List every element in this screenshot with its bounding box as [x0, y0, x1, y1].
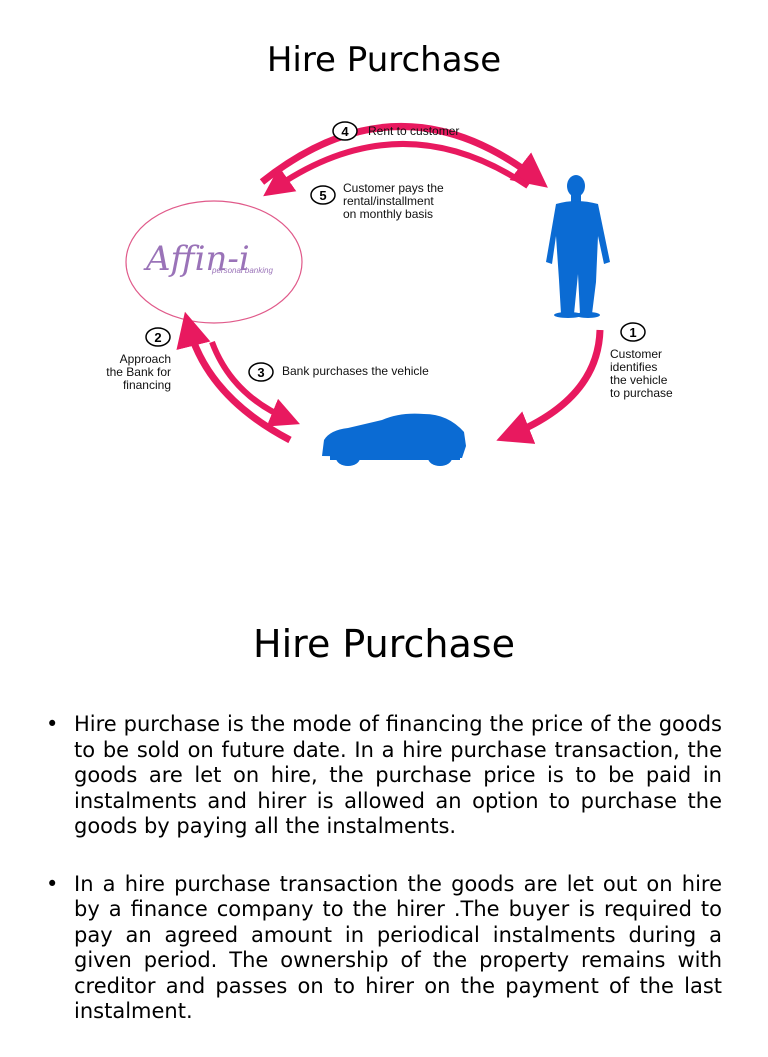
step-2-label-line1: Approach [120, 352, 171, 366]
bullet-dot-icon: • [46, 712, 59, 736]
arrow-rent-to-customer [259, 123, 548, 188]
svg-text:3: 3 [257, 365, 264, 380]
svg-text:1: 1 [629, 325, 636, 340]
arrow-identifies-vehicle [496, 329, 604, 444]
step-5-label-line2: rental/installment [343, 194, 434, 208]
step-badge-1: 1 [620, 322, 646, 342]
hire-purchase-diagram: Affin-i personal banking [106, 121, 673, 466]
step-2-label-line2: the Bank for [106, 365, 171, 379]
bullet-text: Hire purchase is the mode of financing t… [74, 712, 722, 838]
step-4-label: Rent to customer [368, 124, 459, 138]
bank-logo: Affin-i personal banking [125, 200, 303, 324]
slide-title-2: Hire Purchase [253, 622, 515, 666]
vehicle-car-icon [322, 413, 466, 466]
step-1-label-line3: the vehicle [610, 373, 668, 387]
step-5-label-line1: Customer pays the [343, 181, 444, 195]
bullet-text: In a hire purchase transaction the goods… [74, 871, 722, 1024]
bullet-item: • Hire purchase is the mode of financing… [46, 712, 722, 840]
bullet-list: • Hire purchase is the mode of financing… [46, 712, 722, 1057]
bank-logo-name: Affin-i [143, 239, 250, 279]
bullet-item: • In a hire purchase transaction the goo… [46, 872, 722, 1025]
arrow-customer-pays [263, 141, 530, 197]
step-3-label: Bank purchases the vehicle [282, 364, 429, 378]
slide-title: Hire Purchase [266, 40, 502, 80]
step-1-label-line4: to purchase [610, 386, 673, 400]
step-1-label-line2: identifies [610, 360, 657, 374]
svg-text:2: 2 [154, 330, 161, 345]
bullet-dot-icon: • [46, 871, 59, 896]
arrow-bank-purchases [209, 340, 300, 427]
slide-text: Hire Purchase • Hire purchase is the mod… [0, 600, 768, 1024]
step-badge-4: 4 [332, 121, 358, 141]
step-badge-2: 2 [145, 327, 171, 347]
bank-logo-tagline: personal banking [211, 266, 273, 275]
slide-diagram: Hire Purchase Affin-i personal banking [106, 40, 673, 466]
svg-text:4: 4 [341, 124, 349, 139]
step-badge-3: 3 [248, 362, 274, 382]
svg-text:5: 5 [319, 188, 326, 203]
step-5-label-line3: on monthly basis [343, 207, 433, 221]
arrow-approach-bank [176, 311, 292, 444]
step-2-label-line3: financing [123, 378, 171, 392]
step-1-label-line1: Customer [610, 347, 662, 361]
step-badge-5: 5 [310, 185, 336, 205]
customer-person-icon [546, 175, 610, 318]
